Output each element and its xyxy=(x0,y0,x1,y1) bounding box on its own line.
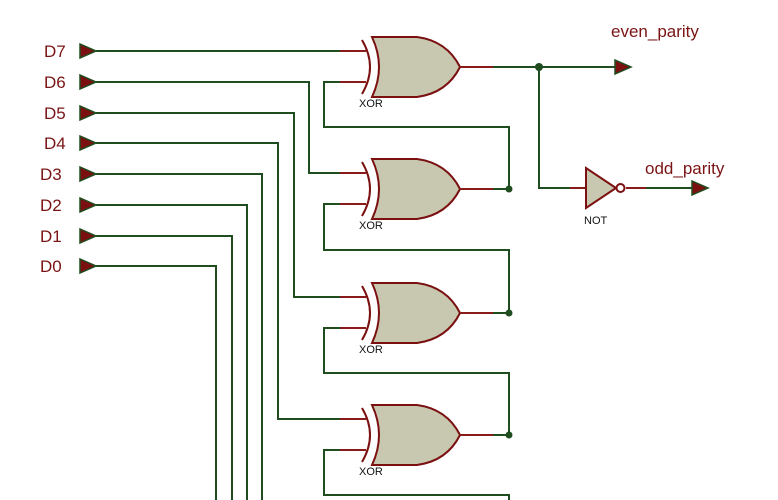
input-d4[interactable]: D4 xyxy=(44,134,98,153)
wire-d3 xyxy=(96,173,263,500)
wire-to-not xyxy=(538,67,570,189)
input-label: D2 xyxy=(40,196,62,215)
input-label: D4 xyxy=(44,134,66,153)
input-label: D6 xyxy=(44,73,66,92)
cascade-wires xyxy=(323,81,510,500)
xor-gate-label: XOR xyxy=(359,220,383,232)
xor-gate-label: XOR xyxy=(359,344,383,356)
odd-parity-terminal[interactable] xyxy=(691,179,710,197)
junction-dot xyxy=(505,309,513,317)
input-terminal[interactable] xyxy=(79,196,98,214)
wire-d6 xyxy=(96,81,340,174)
junction-dot xyxy=(505,431,513,439)
output-wires xyxy=(460,63,692,189)
xor-gate-4: XOR xyxy=(340,404,513,478)
input-terminal[interactable] xyxy=(79,42,98,60)
wire-g2-to-g1 xyxy=(323,81,510,188)
wire-d1 xyxy=(96,235,233,500)
wire-g3-to-g2 xyxy=(323,203,510,311)
xor-gate-label: XOR xyxy=(359,98,383,110)
input-label: D7 xyxy=(44,42,66,61)
xor-gate-3: XOR xyxy=(340,282,513,356)
input-terminal[interactable] xyxy=(79,227,98,245)
not-gate-label: NOT xyxy=(584,215,608,227)
input-terminal[interactable] xyxy=(79,104,98,122)
wire-next-to-g4 xyxy=(323,449,510,500)
input-terminal[interactable] xyxy=(79,165,98,183)
even-parity-label: even_parity xyxy=(611,22,699,41)
input-terminal[interactable] xyxy=(79,73,98,91)
input-d6[interactable]: D6 xyxy=(44,73,98,92)
input-d2[interactable]: D2 xyxy=(40,196,98,215)
odd-parity-label: odd_parity xyxy=(645,159,725,178)
wire-d5 xyxy=(96,112,340,298)
xor-gate-1: XOR xyxy=(340,36,493,110)
input-d5[interactable]: D5 xyxy=(44,104,98,123)
input-d7[interactable]: D7 xyxy=(44,42,98,61)
input-terminal[interactable] xyxy=(79,257,98,275)
input-label: D1 xyxy=(40,227,62,246)
xor-gate-label: XOR xyxy=(359,466,383,478)
input-terminal[interactable] xyxy=(79,134,98,152)
xor-gate-2: XOR xyxy=(340,158,513,232)
wire-g4-to-g3 xyxy=(323,327,510,434)
wire-d0 xyxy=(96,265,217,500)
wire-d2 xyxy=(96,204,248,500)
junction-dot xyxy=(535,63,543,71)
input-wires xyxy=(96,50,340,500)
wire-d4 xyxy=(96,142,340,420)
input-d0[interactable]: D0 xyxy=(40,257,98,276)
input-label: D5 xyxy=(44,104,66,123)
input-d3[interactable]: D3 xyxy=(40,165,98,184)
input-label: D0 xyxy=(40,257,62,276)
even-parity-terminal[interactable] xyxy=(614,58,633,76)
not-gate: NOT xyxy=(584,166,626,227)
input-label: D3 xyxy=(40,165,62,184)
input-d1[interactable]: D1 xyxy=(40,227,98,246)
junction-dot xyxy=(505,185,513,193)
